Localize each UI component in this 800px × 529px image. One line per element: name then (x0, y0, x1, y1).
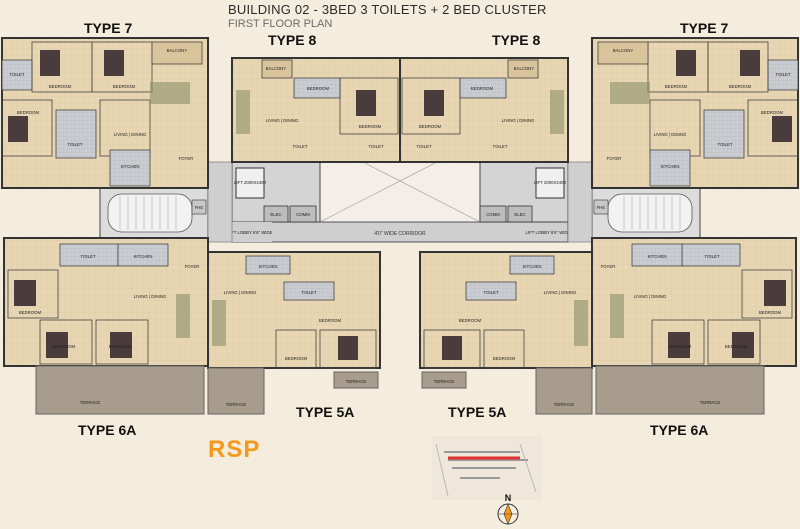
type7-left-label: TYPE 7 (84, 20, 133, 36)
room-label: TOILET (81, 254, 96, 259)
unit-type6a-right: TOILET KITCHEN BEDROOM BEDROOM BEDROOM L… (591, 237, 797, 415)
room-label: LIVING | DINING (134, 294, 167, 299)
room-label: BEDROOM (113, 84, 136, 89)
compass-label: N (505, 493, 512, 503)
type8-right-label: TYPE 8 (492, 32, 541, 48)
corridor-label: 4'0" WIDE CORRIDOR (374, 231, 426, 237)
room-label: TOILET (302, 290, 317, 295)
unit-type6a-left: TOILET KITCHEN BEDROOM BEDROOM BEDROOM L… (3, 237, 209, 415)
room-label: BEDROOM (53, 344, 76, 349)
room-label: BALCONY (266, 66, 287, 71)
room-label: BALCONY (613, 48, 634, 53)
room-label: TOILET (718, 142, 733, 147)
room-label: BEDROOM (17, 110, 40, 115)
plan-title: BUILDING 02 - 3BED 3 TOILETS + 2 BED CLU… (228, 2, 547, 17)
terrace-label: TERRACE (554, 402, 575, 407)
room-label: LIVING | DINING (114, 132, 147, 137)
type5a-left-label: TYPE 5A (296, 404, 355, 420)
type5a-right-label: TYPE 5A (448, 404, 507, 420)
unit-type5a-left: KITCHEN LIVING | DINING TOILET BEDROOM B… (207, 251, 381, 415)
right-staircase: FHE (567, 161, 701, 243)
type8-left-label: TYPE 8 (268, 32, 317, 48)
room-label: KITCHEN (121, 164, 140, 169)
room-label: TOILET (369, 144, 384, 149)
room-label: BEDROOM (761, 110, 784, 115)
room-label: BEDROOM (725, 344, 748, 349)
room-label: BEDROOM (459, 318, 482, 323)
room-label: BALCONY (167, 48, 188, 53)
room-label: BEDROOM (665, 84, 688, 89)
room-label: KITCHEN (259, 264, 278, 269)
room-label: BEDROOM (419, 124, 442, 129)
room-label: TOILET (493, 144, 508, 149)
unit-type5a-right: KITCHEN LIVING | DINING TOILET BEDROOM B… (419, 251, 593, 415)
room-label: FOYER (179, 156, 194, 161)
type6a-right-label: TYPE 6A (650, 422, 709, 438)
room-label: BEDROOM (729, 84, 752, 89)
elec-label-left: ELEC (270, 212, 281, 217)
room-label: KITCHEN (661, 164, 680, 169)
room-label: TOILET (10, 72, 25, 77)
room-label: LIVING | DINING (634, 294, 667, 299)
room-label: FOYER (185, 264, 200, 269)
room-label: KITCHEN (523, 264, 542, 269)
room-label: TOILET (776, 72, 791, 77)
lift-lobby-label-right: LIFT LOBBY 6'6" WIDE (526, 230, 571, 235)
room-label: BEDROOM (49, 84, 72, 89)
room-label: TOILET (484, 290, 499, 295)
room-label: LIVING | DINING (266, 118, 299, 123)
room-label: TOILET (417, 144, 432, 149)
type6a-left-label: TYPE 6A (78, 422, 137, 438)
terrace-label: TERRACE (346, 379, 367, 384)
unit-type8-right: BALCONY BEDROOM BEDROOM LIVING | DINING … (399, 57, 569, 163)
room-label: FOYER (601, 264, 616, 269)
left-lift-core: LIFT 2000X2400 ELEC COMM LIFT LOBBY 6'6"… (228, 161, 321, 242)
unit-type7-right: BEDROOM BEDROOM BALCONY BEDROOM TOILET T… (591, 37, 799, 189)
room-label: BEDROOM (19, 310, 42, 315)
key-plan (432, 436, 542, 500)
room-label: BEDROOM (307, 86, 330, 91)
terrace-label: TERRACE (226, 402, 247, 407)
lift-label-right: LIFT 2000X2400 (534, 180, 567, 185)
plan-subtitle: FIRST FLOOR PLAN (228, 18, 333, 30)
room-label: LIVING | DINING (654, 132, 687, 137)
comm-label-right: COMM (486, 212, 500, 217)
comm-label-left: COMM (296, 212, 310, 217)
terrace-label: TERRACE (700, 400, 721, 405)
unit-type7-left: BEDROOM BEDROOM BALCONY BEDROOM TOILET T… (1, 37, 209, 189)
room-label: BALCONY (514, 66, 535, 71)
room-label: TOILET (68, 142, 83, 147)
compass-icon: N (497, 493, 519, 525)
room-label: BEDROOM (471, 86, 494, 91)
room-label: BEDROOM (359, 124, 382, 129)
lift-label-left: LIFT 2000X2400 (234, 180, 267, 185)
room-label: BEDROOM (669, 344, 692, 349)
room-label: LIVING | DINING (502, 118, 535, 123)
room-label: LIVING | DINING (544, 290, 577, 295)
fhe-label-right: FHE (597, 205, 606, 210)
room-label: FOYER (607, 156, 622, 161)
room-label: LIVING | DINING (224, 290, 257, 295)
terrace-label: TERRACE (434, 379, 455, 384)
fhe-label-left: FHE (195, 205, 204, 210)
left-staircase: FHE (99, 161, 233, 243)
room-label: TOILET (705, 254, 720, 259)
right-lift-core: LIFT 2000X2400 COMM ELEC LIFT LOBBY 6'6"… (479, 161, 571, 235)
room-label: BEDROOM (285, 356, 308, 361)
elec-label-right: ELEC (514, 212, 525, 217)
room-label: KITCHEN (134, 254, 153, 259)
room-label: BEDROOM (759, 310, 782, 315)
terrace-label: TERRACE (80, 400, 101, 405)
unit-type8-left: BALCONY BEDROOM BEDROOM LIVING | DINING … (231, 57, 401, 163)
lift-lobby-label-left: LIFT LOBBY 6'6" WIDE (228, 230, 273, 235)
room-label: BEDROOM (319, 318, 342, 323)
room-label: TOILET (293, 144, 308, 149)
room-label: KITCHEN (648, 254, 667, 259)
type7-right-label: TYPE 7 (680, 20, 729, 36)
room-label: BEDROOM (493, 356, 516, 361)
room-label: BEDROOM (109, 344, 132, 349)
rsp-logo: RSP (208, 436, 261, 463)
